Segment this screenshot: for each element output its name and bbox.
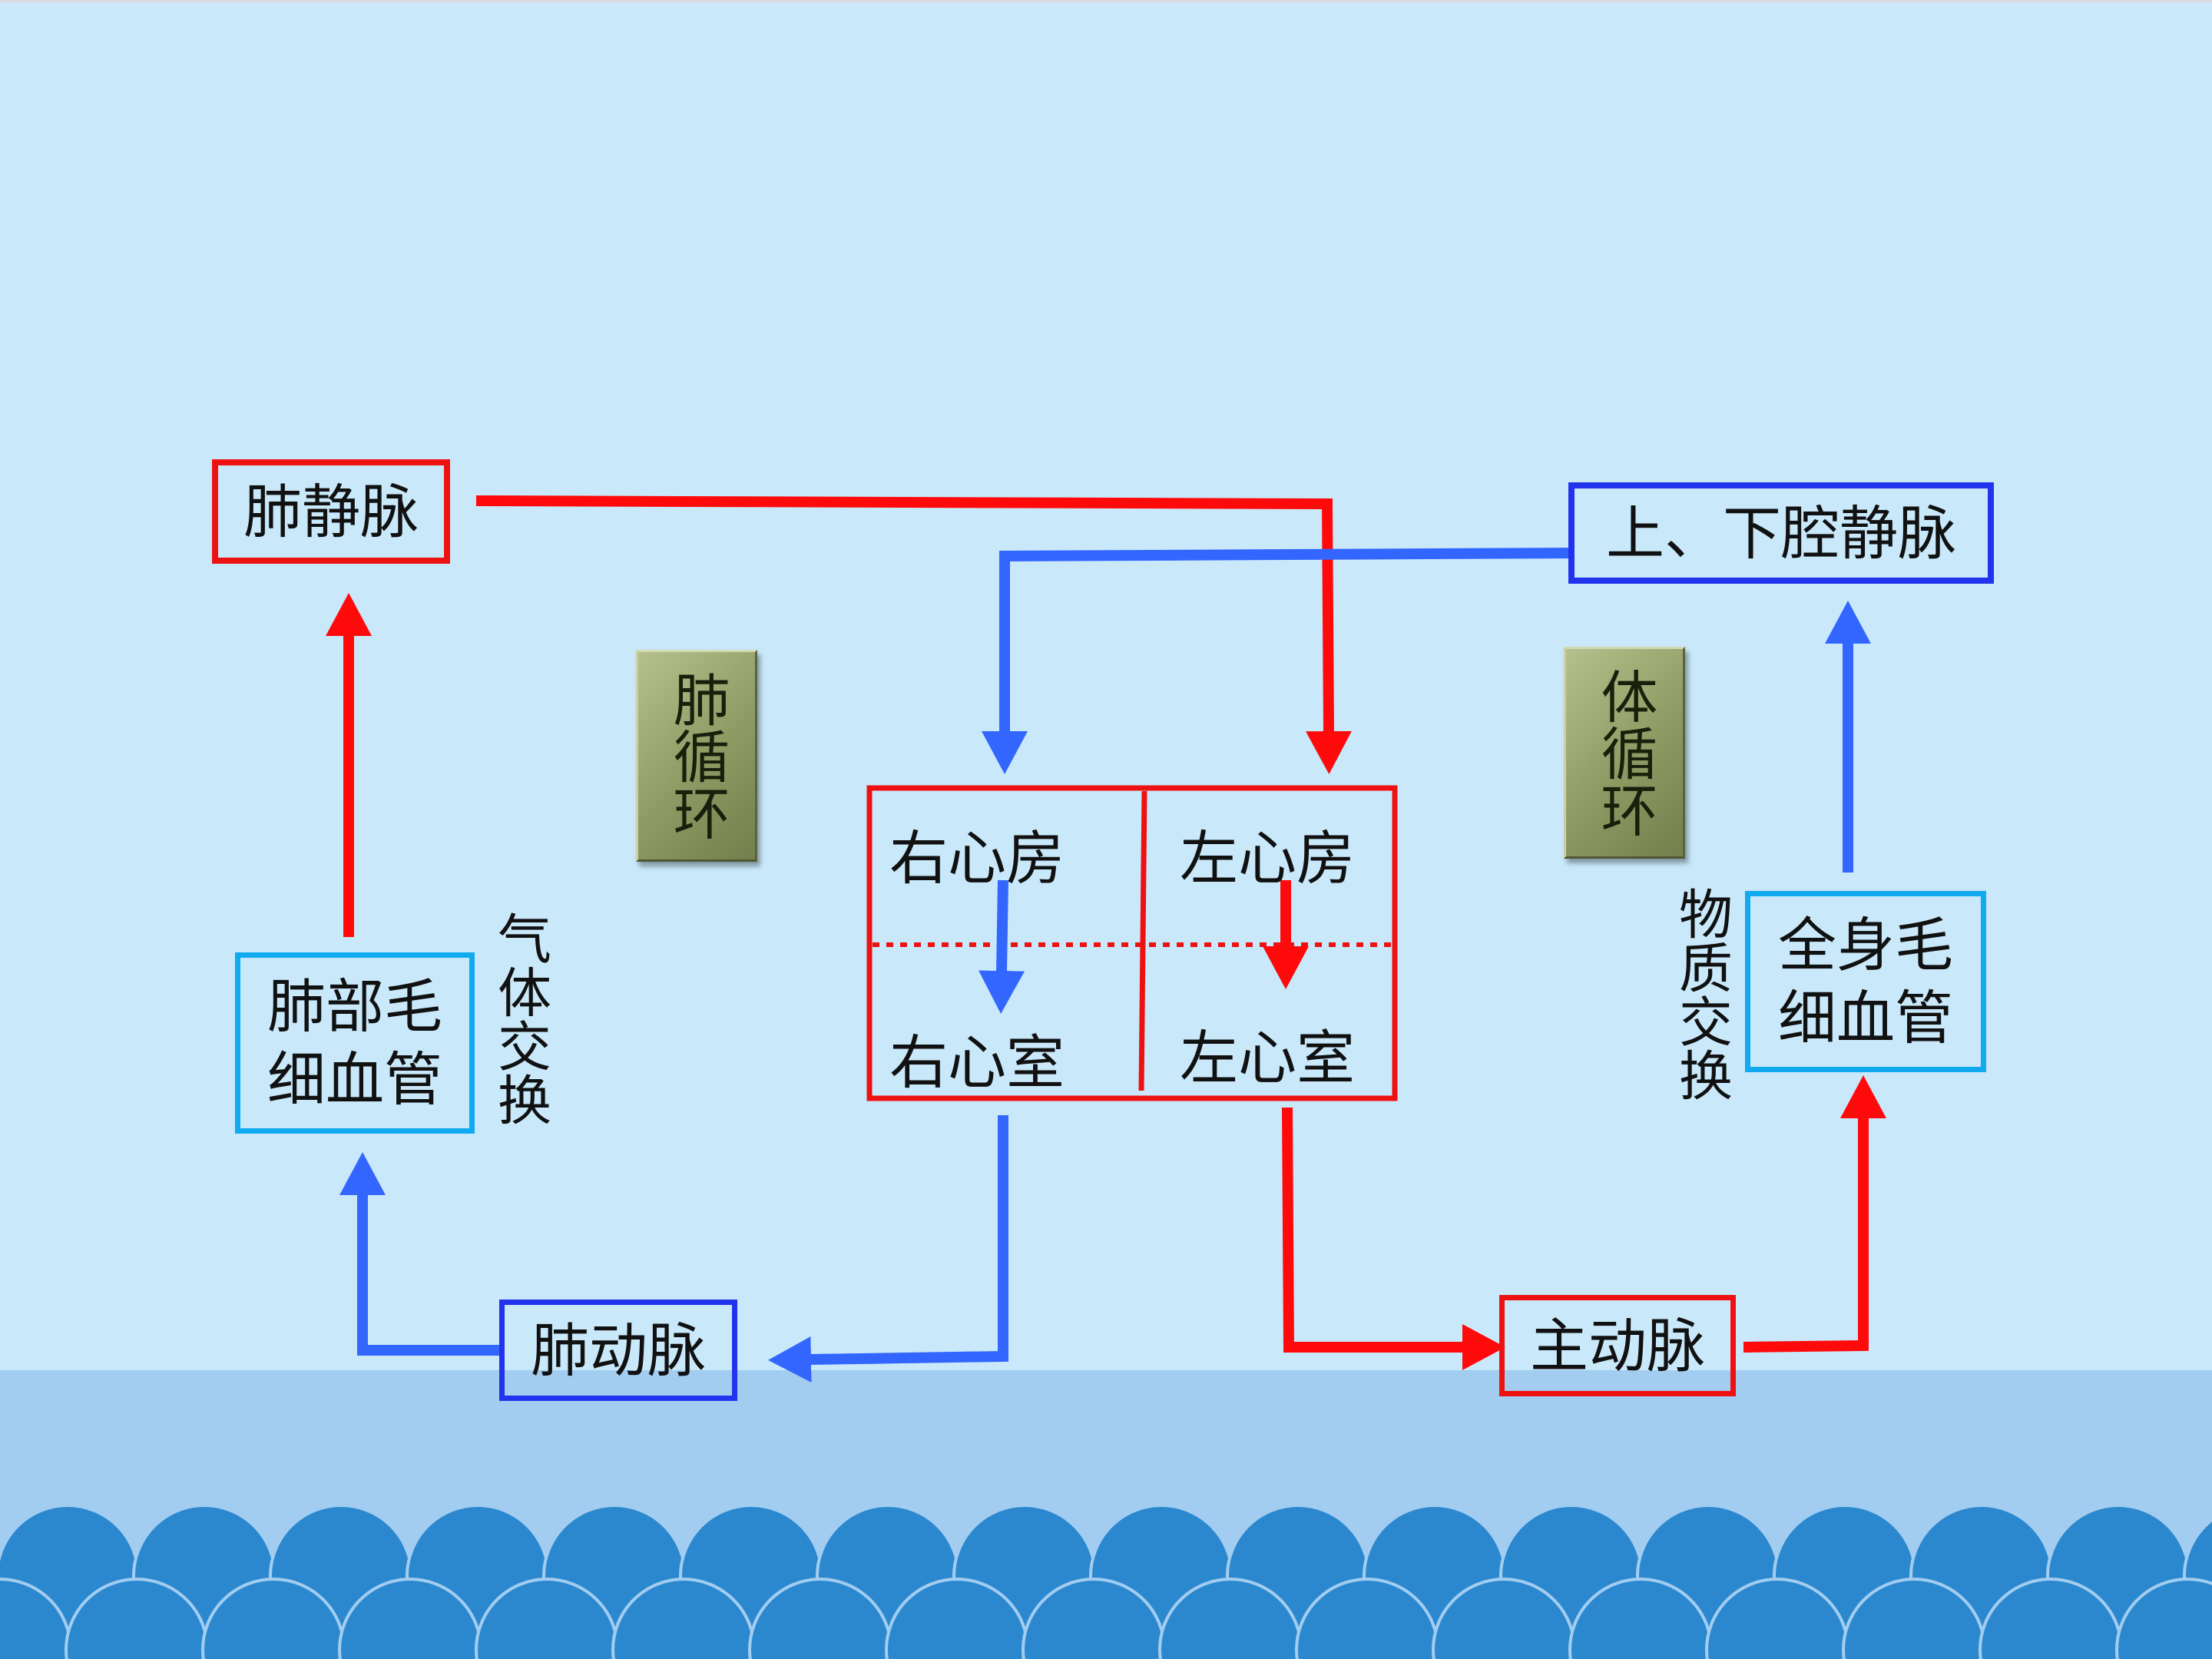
arrow-aorta-to-body-capillaries [1743,1075,1886,1353]
arrow-right-ventricle-to-pulmonary-artery [768,1115,1008,1382]
arrow-vena-cava-to-right-atrium [982,548,1575,774]
systemic-circulation-plaque: 体循环 [1564,647,1685,859]
pulmonary-artery-box: 肺动脉 [499,1300,737,1401]
vena-cava-box: 上、下腔静脉 [1568,482,1994,584]
right-ventricle-label: 右心室 [889,1028,1065,1097]
systemic-circulation-text: 体循环 [1591,667,1657,838]
heart-outline [866,785,1398,1101]
top-border-line [0,0,2212,3]
body-capillaries-box: 全身毛 细血管 [1745,891,1986,1072]
pulmonary-circulation-plaque: 肺循环 [636,650,757,862]
substance-exchange-label: 物质交换 [1670,886,1734,1101]
left-ventricle-label: 左心室 [1180,1024,1355,1092]
lung-capillaries-box: 肺部毛 细血管 [235,952,475,1134]
gas-exchange-label: 气体交换 [488,911,552,1126]
arrow-pulmonary-vein-to-left-atrium [475,495,1352,774]
pulmonary-circulation-text: 肺循环 [664,671,730,841]
left-atrium-label: 左心房 [1180,824,1355,892]
heart-septum [1138,790,1147,1091]
aorta-box: 主动脉 [1499,1295,1736,1396]
arrow-right-atrium-to-right-ventricle [979,879,1025,1014]
arrow-left-ventricle-to-aorta [1282,1107,1505,1370]
arrow-pulmonary-artery-to-lung-capillaries [339,1152,499,1356]
right-atrium-label: 右心房 [889,824,1065,892]
wave-decoration [0,1504,2212,1659]
wave-scallop [2115,1578,2212,1659]
pulmonary-vein-box: 肺静脉 [212,459,450,564]
